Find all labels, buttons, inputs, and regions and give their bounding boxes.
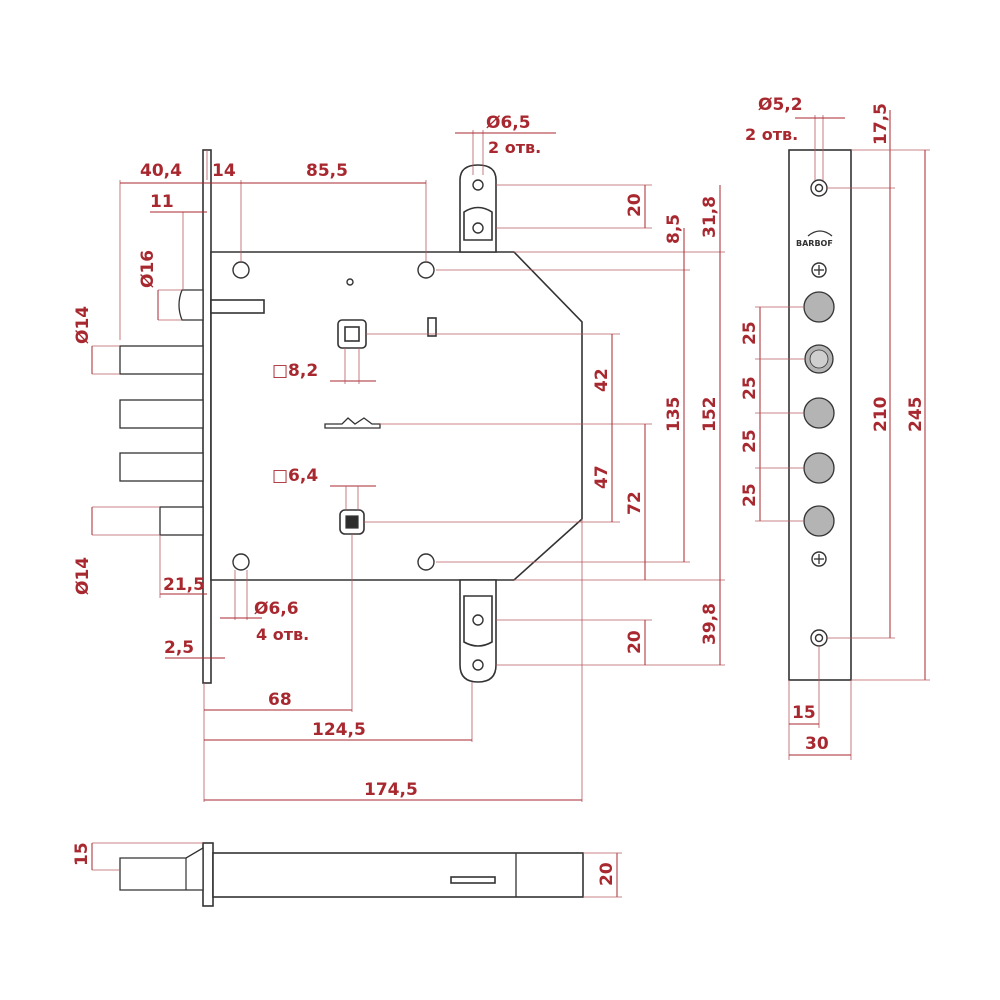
dim-135: 135 — [664, 397, 684, 433]
latch-bolt — [178, 289, 204, 321]
dim-174-5: 174,5 — [364, 780, 418, 800]
bolt-end-1 — [803, 291, 835, 323]
dim-d5-2: Ø5,2 — [758, 95, 803, 115]
dim-25-3: 25 — [740, 429, 760, 453]
front-dimension-lines — [91, 130, 725, 802]
dim-20-bottom-view: 20 — [597, 862, 617, 886]
latch-slot — [210, 299, 265, 314]
top-strike-hole-1 — [472, 179, 484, 191]
dim-40-4: 40,4 — [140, 161, 182, 181]
dim-sq-8-2: □8,2 — [272, 361, 318, 381]
dim-d6-5-note: 2 отв. — [488, 138, 541, 157]
dim-15-side: 15 — [792, 703, 816, 723]
mount-hole-bottom-left — [232, 553, 250, 571]
lock-case — [210, 251, 583, 581]
dim-245: 245 — [906, 397, 926, 433]
bolt-end-4 — [803, 505, 835, 537]
lock-bottom-view — [119, 842, 584, 907]
bottom-faceplate — [202, 842, 214, 907]
side-dimension-lines — [755, 110, 930, 760]
dim-31-8: 31,8 — [700, 196, 720, 238]
dim-85-5: 85,5 — [306, 161, 348, 181]
dim-124-5: 124,5 — [312, 720, 366, 740]
dim-42: 42 — [592, 368, 612, 392]
dim-d6-6: Ø6,6 — [254, 599, 299, 619]
dim-20-top: 20 — [625, 193, 645, 217]
front-dimension-labels: 40,4 14 85,5 11 Ø16 Ø14 Ø14 □8,2 □6,4 21… — [73, 113, 720, 800]
mount-hole-top-left — [232, 261, 250, 279]
logo-text: BARBOF — [796, 239, 833, 248]
small-pin-hole — [346, 278, 354, 286]
screw-top-icon — [811, 262, 827, 278]
top-strike-hole-2 — [472, 222, 484, 234]
dim-sq-6-4: □6,4 — [272, 466, 318, 486]
spindle-square-lower-inner — [345, 515, 359, 529]
dim-210: 210 — [871, 396, 891, 432]
bolt-end-3 — [803, 452, 835, 484]
dim-8-5: 8,5 — [664, 214, 684, 244]
latch-end-inner — [809, 349, 829, 369]
bottom-slot — [450, 876, 496, 884]
deadbolt-1 — [119, 345, 204, 375]
dim-d14-upper: Ø14 — [73, 306, 93, 344]
side-hole-top-inner — [814, 183, 824, 193]
indicator-slot — [427, 317, 437, 337]
dim-d6-5: Ø6,5 — [486, 113, 531, 133]
brand-logo: BARBOF — [796, 230, 833, 248]
dim-47: 47 — [592, 465, 612, 489]
deadbolt-2 — [119, 399, 204, 429]
mount-hole-bottom-right — [417, 553, 435, 571]
dim-d14-lower: Ø14 — [73, 557, 93, 595]
dim-39-8: 39,8 — [700, 603, 720, 645]
dim-25-1: 25 — [740, 321, 760, 345]
bottom-latch — [119, 846, 204, 891]
dim-d6-6-note: 4 отв. — [256, 625, 309, 644]
dim-25-2: 25 — [740, 376, 760, 400]
faceplate — [202, 149, 212, 684]
dim-14-top: 14 — [212, 161, 236, 181]
dim-11: 11 — [150, 192, 174, 212]
bolt-end-2 — [803, 397, 835, 429]
deadbolt-3 — [119, 452, 204, 482]
spindle-square-upper-inner — [344, 326, 360, 342]
mount-hole-top-right — [417, 261, 435, 279]
dim-d5-2-note: 2 отв. — [745, 125, 798, 144]
dim-68: 68 — [268, 690, 292, 710]
dim-21-5: 21,5 — [163, 575, 205, 595]
key-slot — [324, 417, 381, 429]
bottom-dimension-lines — [91, 842, 622, 898]
dim-20-bottom: 20 — [625, 630, 645, 654]
dim-15-bottom: 15 — [72, 842, 92, 866]
screw-bottom-icon — [811, 551, 827, 567]
deadbolt-4 — [159, 506, 204, 536]
dim-30: 30 — [805, 734, 829, 754]
dim-17-5: 17,5 — [871, 103, 891, 145]
lock-front-view — [119, 149, 583, 684]
dim-152: 152 — [700, 397, 720, 433]
bottom-strike-hole-2 — [472, 659, 484, 671]
bottom-case — [212, 852, 584, 898]
dim-d16: Ø16 — [138, 250, 158, 288]
side-dimension-labels: Ø5,2 2 отв. 17,5 25 25 25 25 210 245 15 … — [740, 95, 926, 754]
side-hole-bottom-inner — [814, 633, 824, 643]
dim-25-4: 25 — [740, 483, 760, 507]
faceplate-side-view: BARBOF — [788, 149, 852, 681]
bottom-strike-hole-1 — [472, 614, 484, 626]
dim-2-5: 2,5 — [164, 638, 194, 658]
dim-72: 72 — [625, 491, 645, 515]
bottom-dimension-labels: 15 20 — [72, 842, 617, 886]
